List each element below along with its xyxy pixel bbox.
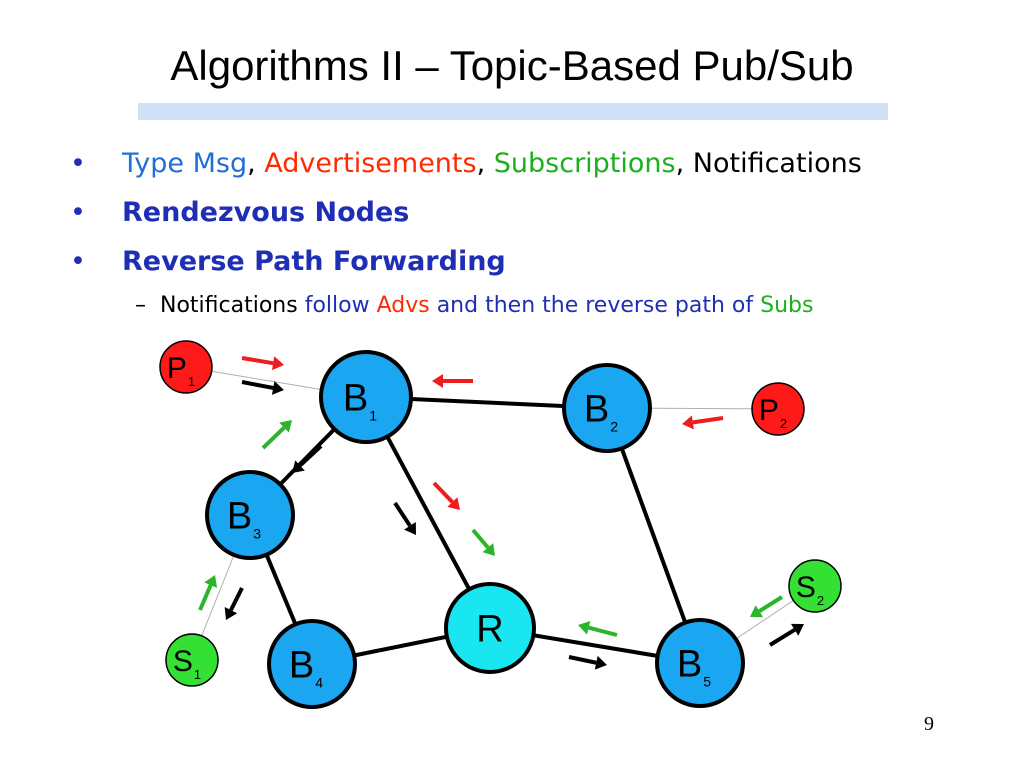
node-b3: B3 (205, 470, 295, 560)
advertisement-arrow (432, 481, 460, 510)
broker-node-circle (319, 350, 413, 444)
separator-comma: , (675, 148, 685, 179)
advertisement-arrow (432, 374, 473, 388)
advertisement-arrow (682, 415, 724, 430)
notification-arrow (768, 623, 804, 647)
advertisement-arrow (241, 356, 284, 371)
bullet-marker: • (70, 148, 86, 179)
node-s2: S2 (788, 559, 842, 613)
bullet-marker: • (70, 246, 86, 277)
notification-arrow (292, 444, 323, 473)
subscriber-node-circle (165, 633, 219, 687)
edge-b2-b5 (605, 407, 702, 664)
node-label: P1 (167, 352, 195, 389)
broker-node-circle (267, 619, 357, 709)
node-label: B2 (584, 389, 618, 435)
node-s1: S1 (165, 633, 219, 687)
sub-follow-text: follow (304, 293, 370, 318)
subscription-arrow (261, 420, 292, 450)
node-p1: P1 (159, 340, 213, 394)
node-b5: B5 (655, 618, 745, 708)
node-b1: B1 (319, 350, 413, 444)
node-label: S2 (796, 571, 824, 608)
sub-subs-text: Subs (760, 293, 814, 318)
node-label: B1 (343, 378, 377, 424)
separator-comma: , (476, 148, 486, 179)
broker-node-circle (205, 470, 295, 560)
node-b4: B4 (267, 619, 357, 709)
sub-and-then-text: and then the reverse path of (436, 293, 754, 318)
notifications-text: Notifications (692, 148, 862, 179)
broker-node-circle (562, 363, 652, 453)
notification-arrow (568, 655, 607, 670)
subscriber-node-circle (788, 559, 842, 613)
reverse-path-forwarding-text: Reverse Path Forwarding (122, 246, 506, 277)
sub-notifications-text: Notifications (160, 293, 298, 318)
bullet-text-message-types: Type Msg, Advertisements, Subscriptions,… (122, 148, 862, 179)
rendezvous-node-circle (444, 582, 536, 674)
sub-advs-text: Advs (376, 293, 430, 318)
bullet-marker: • (70, 197, 86, 228)
sub-bullet-dash: – (135, 293, 146, 318)
node-r: R (444, 582, 536, 674)
subscriptions-text: Subscriptions (493, 148, 676, 179)
node-b2: B2 (562, 363, 652, 453)
node-label: B4 (289, 645, 323, 691)
node-label: B3 (227, 496, 261, 542)
subscription-arrow (750, 595, 784, 618)
publisher-node-circle (159, 340, 213, 394)
notification-arrow (224, 587, 244, 620)
advertisements-text: Advertisements (264, 148, 477, 179)
broker-node-circle (655, 618, 745, 708)
diagram-arrows (198, 356, 804, 670)
node-p2: P2 (751, 382, 805, 436)
publisher-node-circle (751, 382, 805, 436)
node-label: P2 (759, 394, 787, 431)
subscription-arrow (198, 575, 218, 611)
page-number: 9 (924, 713, 934, 735)
slide-title: Algorithms II – Topic-Based Pub/Sub (170, 42, 854, 89)
separator-comma: , (247, 148, 256, 179)
title-underline-bar (138, 103, 888, 120)
node-label: B5 (677, 644, 711, 690)
notification-arrow (393, 501, 416, 535)
subscription-arrow (471, 528, 495, 556)
type-msg-text: Type Msg (122, 148, 248, 179)
node-label: R (476, 609, 503, 651)
subscription-arrow (578, 620, 618, 637)
notification-arrow (241, 380, 284, 395)
rendezvous-nodes-text: Rendezvous Nodes (122, 197, 410, 228)
sub-bullet-notifications: – Notifications follow Advs and then the… (135, 293, 813, 318)
node-label: S1 (173, 645, 201, 682)
